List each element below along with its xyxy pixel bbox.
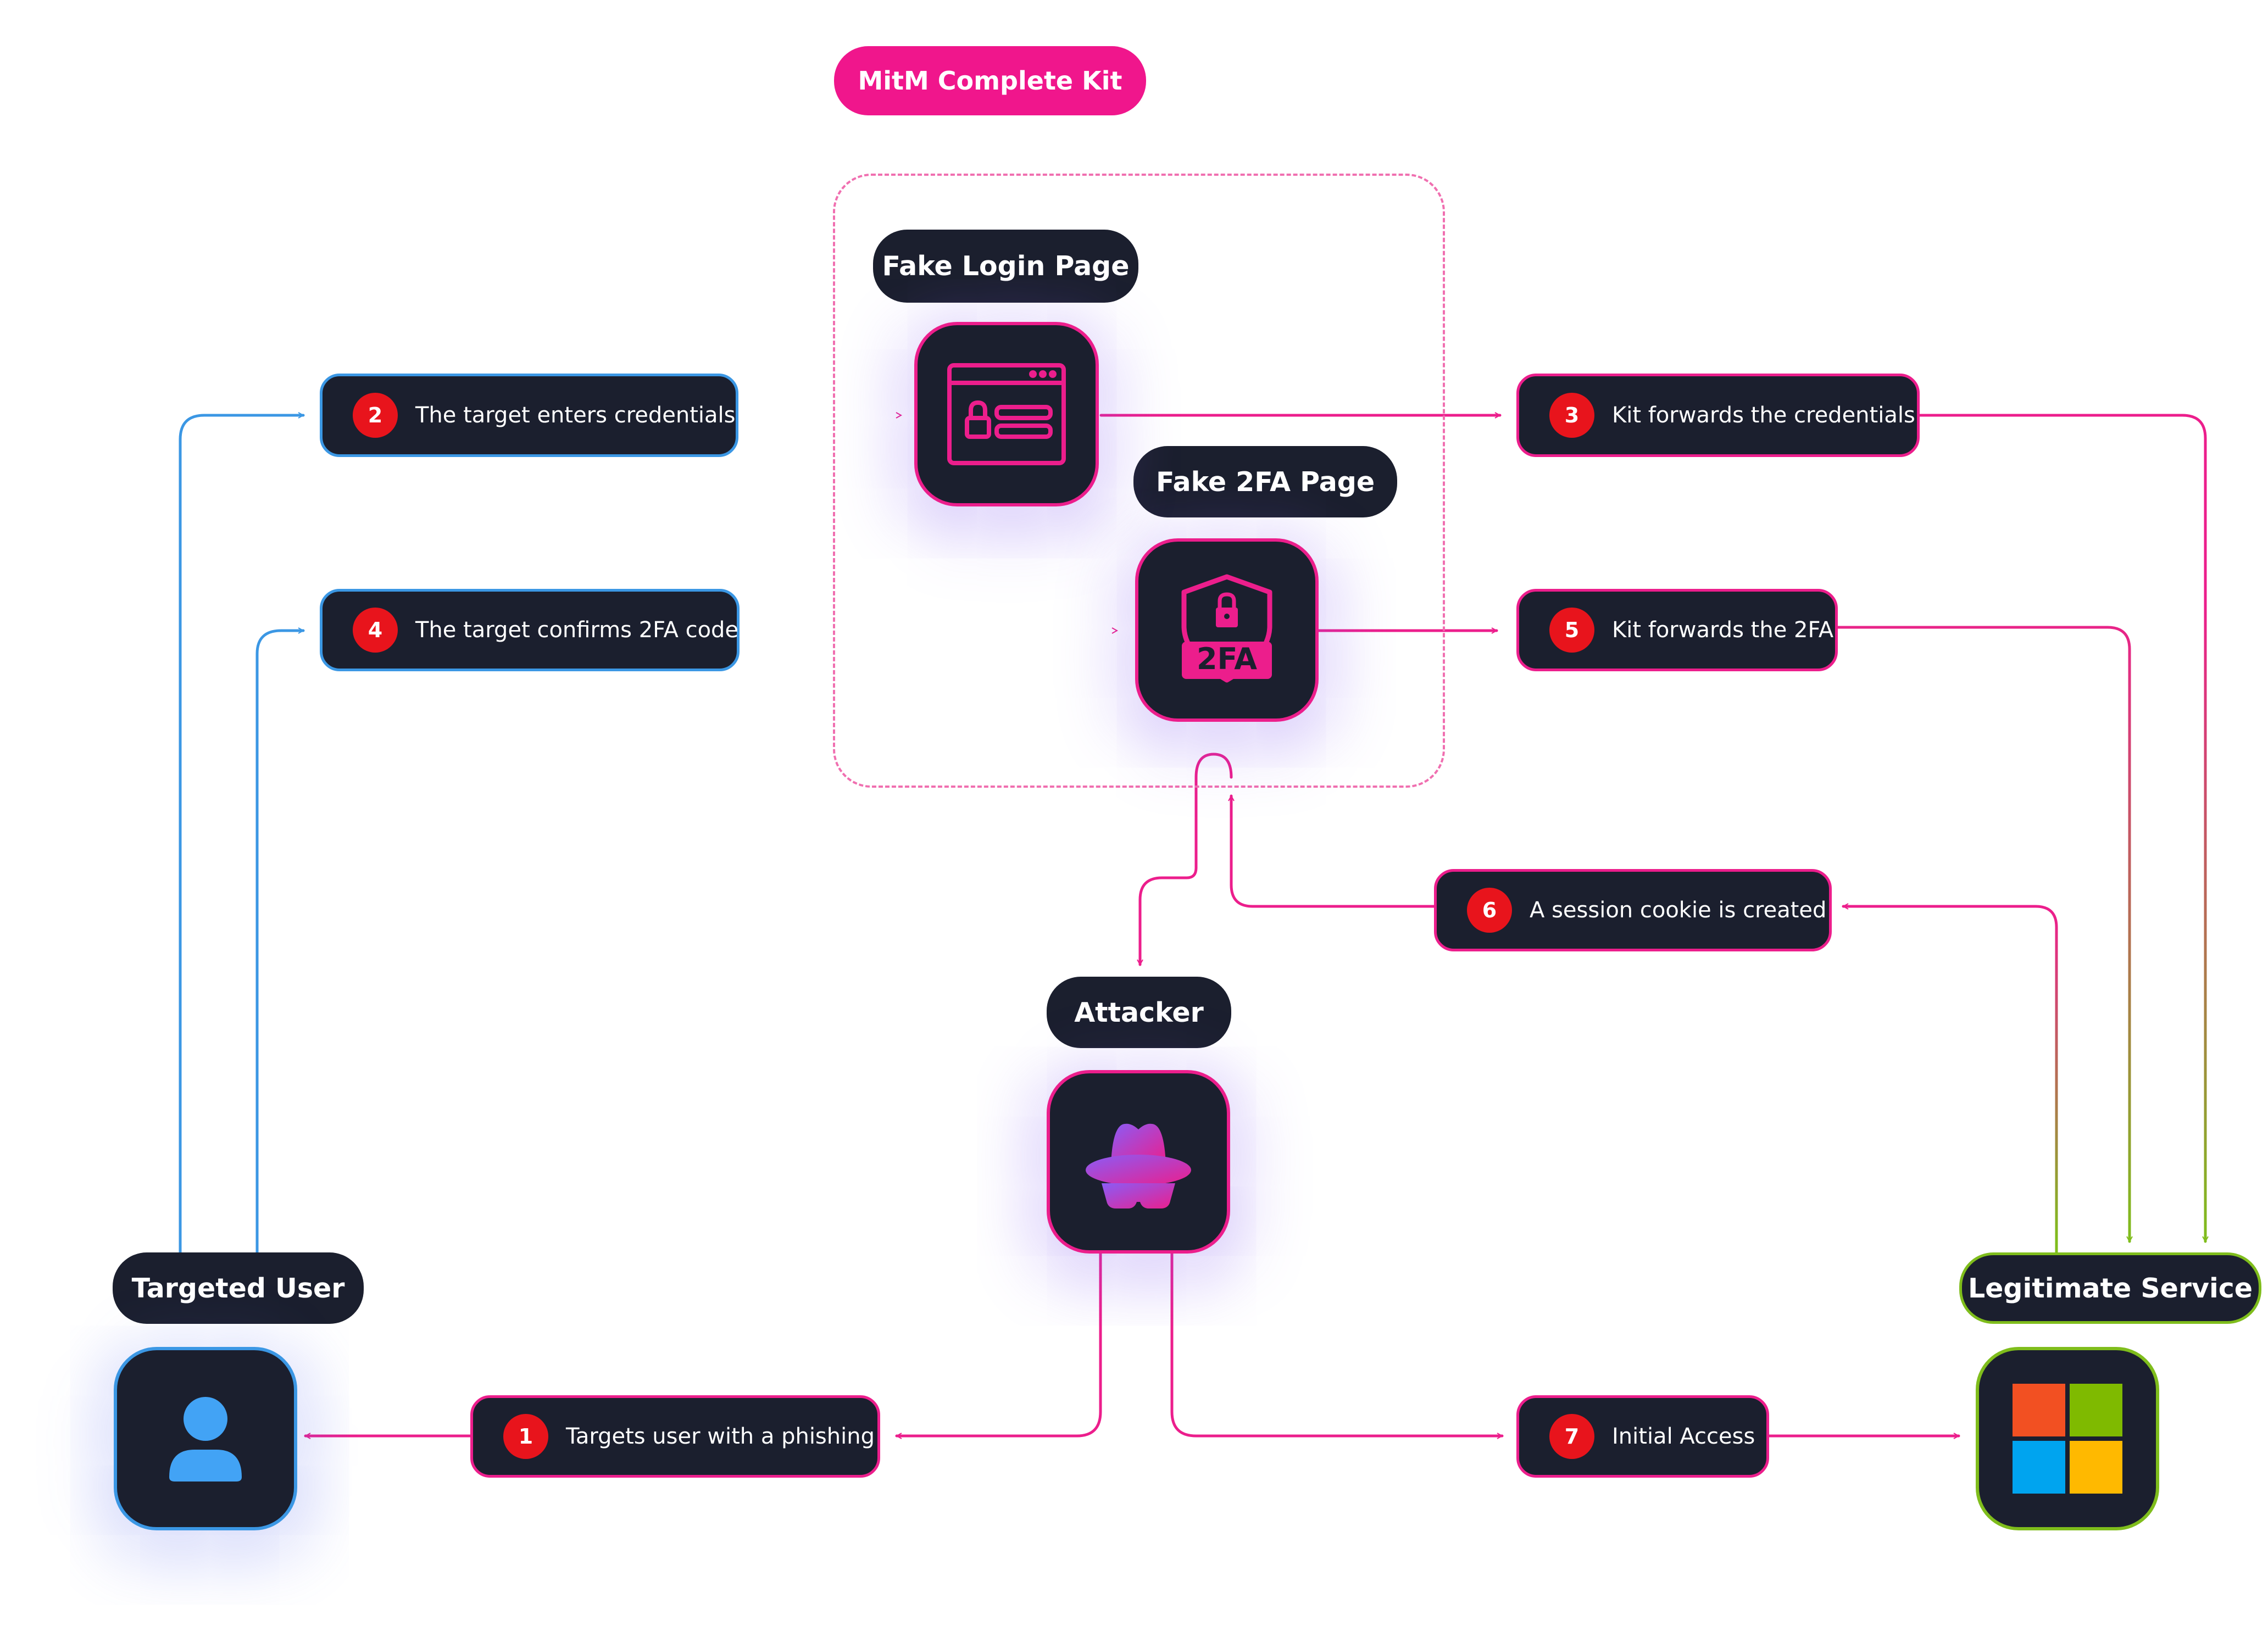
legitimate-service-label: Legitimate Service <box>1959 1252 2261 1324</box>
step-5-label: Kit forwards the 2FA <box>1612 617 1834 643</box>
step-2: 2 The target enters credentials <box>320 374 738 457</box>
targeted-user-tile <box>114 1347 297 1530</box>
microsoft-logo-icon <box>2013 1384 2122 1494</box>
shield-2fa-icon: 2FA <box>1181 574 1272 683</box>
login-page-icon <box>947 363 1066 465</box>
wire-step6-to-2fa <box>1231 794 1438 908</box>
wire-hop <box>1194 753 1233 870</box>
wire-user-to-step2 <box>179 415 305 1254</box>
attacker-tile <box>1047 1070 1230 1254</box>
fake-2fa-tile: 2FA <box>1135 538 1319 722</box>
step-1-label: Targets user with a phishing <box>566 1424 875 1449</box>
step-3-badge: 3 <box>1549 393 1594 438</box>
step-2-label: The target enters credentials <box>415 403 736 428</box>
wire-step3-to-service <box>1918 414 2205 1243</box>
step-1-badge: 1 <box>503 1414 548 1459</box>
step-3: 3 Kit forwards the credentials <box>1516 374 1920 457</box>
step-4-badge: 4 <box>353 608 398 653</box>
wire-attacker-to-step7 <box>1170 1251 1504 1436</box>
step-2-badge: 2 <box>353 393 398 438</box>
step-5: 5 Kit forwards the 2FA <box>1516 589 1838 671</box>
fake-login-label: Fake Login Page <box>873 230 1138 303</box>
step-4: 4 The target confirms 2FA code <box>320 589 740 671</box>
targeted-user-label: Targeted User <box>113 1252 364 1324</box>
step-7-badge: 7 <box>1549 1414 1594 1459</box>
wire-attacker-to-step1 <box>895 1251 1102 1436</box>
step-6-label: A session cookie is created <box>1530 898 1827 923</box>
wire-step5-to-service <box>1836 626 2130 1243</box>
mitm-kit-boundary <box>833 174 1445 788</box>
attacker-label: Attacker <box>1047 977 1231 1048</box>
step-3-label: Kit forwards the credentials <box>1612 403 1915 428</box>
step-4-label: The target confirms 2FA code <box>415 617 739 643</box>
diagram-title: MitM Complete Kit <box>834 46 1146 115</box>
step-7: 7 Initial Access <box>1516 1395 1769 1478</box>
step-5-badge: 5 <box>1549 608 1594 653</box>
spy-hat-icon <box>1086 1123 1191 1208</box>
fake-login-tile <box>914 322 1099 506</box>
step-1: 1 Targets user with a phishing <box>470 1395 880 1478</box>
user-icon <box>169 1397 242 1482</box>
step-6-badge: 6 <box>1467 888 1512 933</box>
fake-2fa-badge-text: 2FA <box>1197 642 1257 676</box>
wire-user-to-step4 <box>255 631 305 1254</box>
wire-service-to-step6 <box>1842 906 2058 1254</box>
legitimate-service-tile <box>1976 1347 2159 1530</box>
step-7-label: Initial Access <box>1612 1424 1755 1449</box>
wire-2fa-to-attacker <box>1140 866 1198 966</box>
step-6: 6 A session cookie is created <box>1434 869 1832 951</box>
fake-2fa-label: Fake 2FA Page <box>1133 446 1397 517</box>
